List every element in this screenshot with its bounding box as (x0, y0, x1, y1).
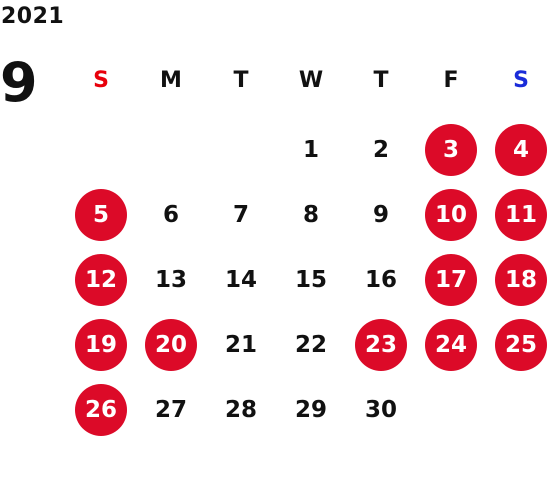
calendar-cell: 11 (486, 182, 548, 247)
calendar-cell: 23 (346, 312, 416, 377)
calendar-cell: 30 (346, 377, 416, 442)
calendar-day-holiday: 12 (75, 253, 127, 306)
calendar-day: 14 (224, 266, 257, 293)
calendar-cell: 4 (486, 117, 548, 182)
calendar-cell: 18 (486, 247, 548, 312)
calendar-cell: 27 (136, 377, 206, 442)
calendar-day: 9 (372, 201, 389, 228)
calendar-day: 22 (294, 331, 327, 358)
calendar-cell: 16 (346, 247, 416, 312)
calendar-cell (486, 377, 548, 442)
weekday-sun: S (93, 67, 109, 93)
calendar-cell: 28 (206, 377, 276, 442)
calendar-day-holiday: 23 (355, 318, 407, 371)
calendar-cell: 25 (486, 312, 548, 377)
calendar-day: 16 (364, 266, 397, 293)
calendar-day: 27 (154, 396, 187, 423)
calendar-day-holiday: 25 (495, 318, 547, 371)
calendar-day: 30 (364, 396, 397, 423)
calendar-cell: 14 (206, 247, 276, 312)
weekday-sat: S (513, 67, 529, 93)
calendar-cell: 13 (136, 247, 206, 312)
calendar-cell (136, 117, 206, 182)
calendar-cell (416, 377, 486, 442)
calendar-cell: 1 (276, 117, 346, 182)
calendar-day-holiday: 26 (75, 383, 127, 436)
calendar-cell: 24 (416, 312, 486, 377)
calendar-cell: 7 (206, 182, 276, 247)
calendar-cell: 6 (136, 182, 206, 247)
calendar-cell: 12 (66, 247, 136, 312)
calendar-day-holiday: 19 (75, 318, 127, 371)
calendar-cell: 20 (136, 312, 206, 377)
calendar-cell: 26 (66, 377, 136, 442)
calendar-cell: 22 (276, 312, 346, 377)
weekday-tue: T (233, 67, 249, 93)
calendar-day: 21 (224, 331, 257, 358)
calendar-cell: 17 (416, 247, 486, 312)
calendar-cell: 29 (276, 377, 346, 442)
calendar-day: 29 (294, 396, 327, 423)
calendar-cell: 2 (346, 117, 416, 182)
calendar-cell: 8 (276, 182, 346, 247)
calendar-day: 28 (224, 396, 257, 423)
calendar-cell: 9 (346, 182, 416, 247)
weekday-thu: T (373, 67, 389, 93)
weekday-mon: M (160, 67, 182, 93)
calendar-day-holiday: 24 (425, 318, 477, 371)
calendar-cell (206, 117, 276, 182)
calendar-day: 2 (372, 136, 389, 163)
calendar-day-holiday: 10 (425, 188, 477, 241)
weekday-wed: W (298, 67, 324, 93)
calendar-day: 15 (294, 266, 327, 293)
calendar-cell: 10 (416, 182, 486, 247)
calendar-cell: 5 (66, 182, 136, 247)
calendar-day-holiday: 3 (425, 123, 477, 176)
calendar-day-holiday: 17 (425, 253, 477, 306)
calendar-day-holiday: 4 (495, 123, 547, 176)
calendar-day: 1 (302, 136, 319, 163)
weekday-fri: F (443, 67, 459, 93)
calendar-day: 8 (302, 201, 319, 228)
calendar-day: 13 (154, 266, 187, 293)
calendar-day: 6 (162, 201, 179, 228)
calendar-cell: 21 (206, 312, 276, 377)
calendar-cell (66, 117, 136, 182)
calendar-year: 2021 (1, 4, 65, 29)
calendar-cell: 19 (66, 312, 136, 377)
calendar-day: 7 (232, 201, 249, 228)
calendar-day-holiday: 11 (495, 188, 547, 241)
calendar-cell: 3 (416, 117, 486, 182)
calendar-day-holiday: 18 (495, 253, 547, 306)
calendar-month-number: 9 (0, 51, 38, 114)
calendar-cell: 15 (276, 247, 346, 312)
calendar-day-holiday: 20 (145, 318, 197, 371)
calendar-day-holiday: 5 (75, 188, 127, 241)
